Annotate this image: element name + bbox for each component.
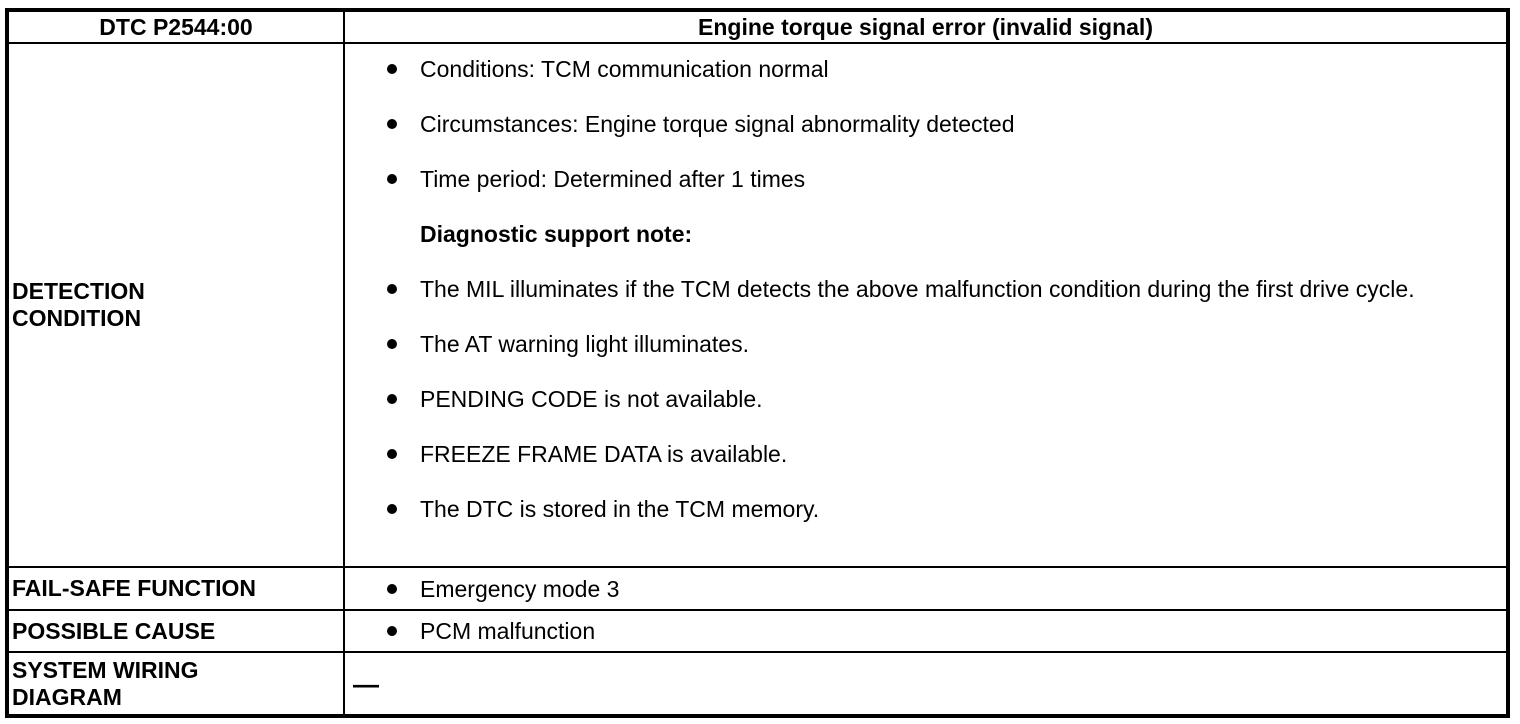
- row-label-fail-safe-function: FAIL-SAFE FUNCTION: [6, 566, 345, 611]
- fail-safe-function-content: Emergency mode 3: [343, 566, 1509, 611]
- bullet-icon: [387, 583, 397, 594]
- list-item: The AT warning light illuminates.: [387, 330, 1436, 358]
- list-item: PENDING CODE is not available.: [387, 385, 1436, 413]
- fail-safe-function-row: FAIL-SAFE FUNCTION Emergency mode 3: [6, 566, 1509, 611]
- list-item-text: The DTC is stored in the TCM memory.: [420, 496, 820, 522]
- bullet-icon: [387, 119, 397, 129]
- detection-condition-content: Conditions: TCM communication normal Cir…: [343, 42, 1509, 568]
- detection-condition-row: DETECTION CONDITION Conditions: TCM comm…: [6, 42, 1509, 568]
- note-heading-text: Diagnostic support note:: [420, 221, 693, 247]
- no-value-dash: —: [353, 668, 379, 699]
- bullet-icon: [387, 626, 397, 636]
- list-item: The DTC is stored in the TCM memory.: [387, 495, 1436, 523]
- dtc-title: Engine torque signal error (invalid sign…: [343, 9, 1509, 44]
- dtc-table: DTC P2544:00 Engine torque signal error …: [5, 8, 1510, 718]
- system-wiring-diagram-value: —: [343, 651, 1509, 717]
- bullet-icon: [387, 64, 397, 74]
- row-label-system-wiring-diagram: SYSTEM WIRING DIAGRAM: [6, 651, 345, 717]
- list-item: FREEZE FRAME DATA is available.: [387, 440, 1436, 468]
- bullet-icon: [387, 504, 397, 514]
- list-item-text: PCM malfunction: [420, 618, 596, 644]
- list-item-text: Circumstances: Engine torque signal abno…: [420, 111, 1015, 137]
- bullet-icon: [387, 284, 397, 294]
- list-item-text: Conditions: TCM communication normal: [420, 56, 829, 82]
- list-item: Time period: Determined after 1 times: [387, 165, 1436, 193]
- possible-cause-bullet-list: PCM malfunction: [387, 617, 1436, 645]
- dtc-code: DTC P2544:00: [6, 9, 345, 44]
- list-item-text: The MIL illuminates if the TCM detects t…: [420, 276, 1415, 302]
- dtc-header-row: DTC P2544:00 Engine torque signal error …: [6, 9, 1509, 44]
- list-item: Conditions: TCM communication normal: [387, 55, 1436, 83]
- list-item-text: FREEZE FRAME DATA is available.: [420, 441, 788, 467]
- system-wiring-diagram-row: SYSTEM WIRING DIAGRAM —: [6, 651, 1509, 717]
- bullet-icon: [387, 449, 397, 459]
- bullet-icon: [387, 174, 397, 184]
- possible-cause-content: PCM malfunction: [343, 609, 1509, 653]
- list-item: Circumstances: Engine torque signal abno…: [387, 110, 1436, 138]
- diagnostic-support-note-heading: Diagnostic support note:: [387, 220, 1436, 248]
- bullet-icon: [387, 394, 397, 404]
- list-item-text: Time period: Determined after 1 times: [420, 166, 806, 192]
- list-item: PCM malfunction: [387, 617, 1436, 645]
- list-item-text: The AT warning light illuminates.: [420, 331, 749, 357]
- row-label-possible-cause: POSSIBLE CAUSE: [6, 609, 345, 653]
- fail-safe-bullet-list: Emergency mode 3: [387, 575, 1436, 603]
- list-item-text: Emergency mode 3: [420, 575, 620, 602]
- list-item: Emergency mode 3: [387, 575, 1436, 603]
- possible-cause-row: POSSIBLE CAUSE PCM malfunction: [6, 609, 1509, 653]
- row-label-detection-condition: DETECTION CONDITION: [6, 42, 345, 568]
- bullet-icon: [387, 339, 397, 349]
- list-item-text: PENDING CODE is not available.: [420, 386, 763, 412]
- list-item: The MIL illuminates if the TCM detects t…: [387, 275, 1436, 303]
- detection-bullet-list: Conditions: TCM communication normal Cir…: [387, 45, 1436, 523]
